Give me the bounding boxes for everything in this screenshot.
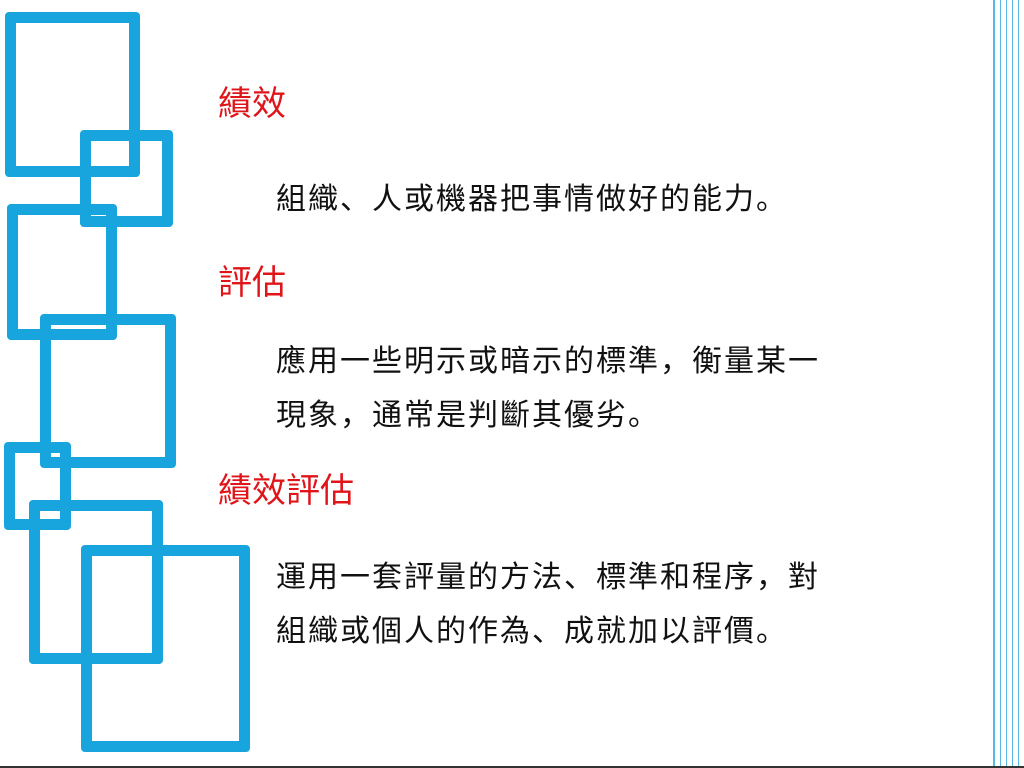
decorative-line (1018, 0, 1019, 768)
definition-text: 運用一套評量的方法、標準和程序，對 組織或個人的作為、成就加以評價。 (276, 551, 820, 659)
decorative-square (7, 204, 117, 340)
definition-line: 現象，通常是判斷其優劣。 (276, 398, 660, 433)
decorative-square (29, 500, 163, 664)
decorative-line (1000, 0, 1001, 768)
decorative-square (81, 545, 250, 752)
definition-line: 應用一些明示或暗示的標準，衡量某一 (276, 344, 820, 379)
term-heading: 評估 (218, 263, 286, 303)
bottom-border (0, 766, 1024, 768)
definition-line: 組織、人或機器把事情做好的能力。 (276, 182, 788, 217)
decorative-line (1012, 0, 1013, 768)
definition-line: 運用一套評量的方法、標準和程序，對 (276, 560, 820, 595)
term-heading: 績效評估 (218, 471, 354, 511)
definition-text: 組織、人或機器把事情做好的能力。 (276, 173, 788, 227)
decorative-square (40, 314, 176, 468)
decorative-line (993, 0, 995, 768)
decorative-square (80, 130, 173, 227)
definition-line: 組織或個人的作為、成就加以評價。 (276, 614, 788, 649)
decorative-square (5, 12, 140, 177)
term-heading: 績效 (218, 84, 286, 124)
decorative-line (1006, 0, 1007, 768)
definition-text: 應用一些明示或暗示的標準，衡量某一 現象，通常是判斷其優劣。 (276, 335, 820, 443)
